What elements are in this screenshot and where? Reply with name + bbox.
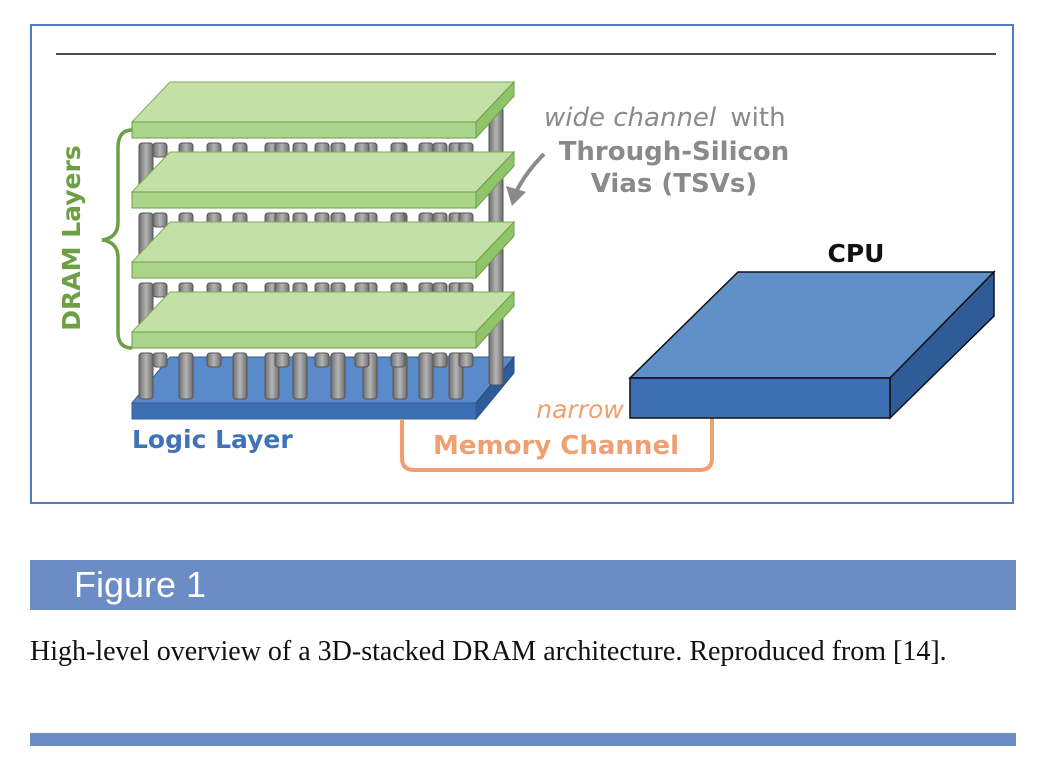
tsv-arrow <box>514 152 546 193</box>
tsv-stub <box>390 352 406 368</box>
logic-layer-label: Logic Layer <box>132 425 293 454</box>
dram-layer-top <box>130 81 516 123</box>
tsv-stub <box>432 352 448 368</box>
dram-layer-top <box>130 221 516 263</box>
tsv-note-italic: wide channel <box>544 103 717 133</box>
tsv-stub <box>274 352 290 368</box>
tsv-stub <box>314 352 330 368</box>
memory-channel-line <box>400 418 714 472</box>
tsv-note-line3: Vias (TSVs) <box>591 169 757 199</box>
tsv-pillar <box>330 352 346 400</box>
tsv-stub <box>206 352 222 368</box>
dram-layers-brace <box>101 128 133 350</box>
cpu-label: CPU <box>828 239 885 268</box>
dram-layer-front <box>131 331 477 349</box>
tsv-note-line2: Through-Silicon <box>559 137 790 167</box>
tsv-stub <box>354 352 370 368</box>
tsv-stub <box>152 352 168 368</box>
tsv-note-line1: wide channel with <box>544 103 786 133</box>
figure-label: Figure 1 <box>74 564 207 605</box>
tsv-pillar <box>292 352 308 400</box>
tsv-stub <box>152 212 168 228</box>
bottom-rule-bar <box>30 733 1016 746</box>
tsv-arrow-head <box>506 186 526 206</box>
cpu-slab <box>628 270 996 420</box>
dram-layer-top <box>130 291 516 333</box>
tsv-stub <box>152 142 168 158</box>
tsv-pillar <box>178 352 194 400</box>
dram-architecture-diagram: DRAM Layers Logic Layer wide channel wit… <box>56 53 996 472</box>
dram-layer-front <box>131 191 477 209</box>
tsv-stub <box>152 282 168 298</box>
tsv-pillar <box>232 352 248 400</box>
figure-frame: DRAM Layers Logic Layer wide channel wit… <box>30 24 1014 504</box>
dram-layer-front <box>131 261 477 279</box>
tsv-pillar <box>418 352 434 400</box>
tsv-note-with: with <box>730 103 785 133</box>
figure-label-bar: Figure 1 <box>30 560 1016 610</box>
dram-layer-front <box>131 121 477 139</box>
dram-layers-label: DRAM Layers <box>57 145 86 330</box>
narrow-label: narrow <box>536 395 624 424</box>
figure-caption: High-level overview of a 3D-stacked DRAM… <box>30 636 947 667</box>
tsv-pillar <box>138 352 154 400</box>
dram-layer-top <box>130 151 516 193</box>
dram-stack <box>130 80 516 400</box>
tsv-stub <box>458 352 474 368</box>
memory-channel-label: Memory Channel <box>433 431 679 461</box>
